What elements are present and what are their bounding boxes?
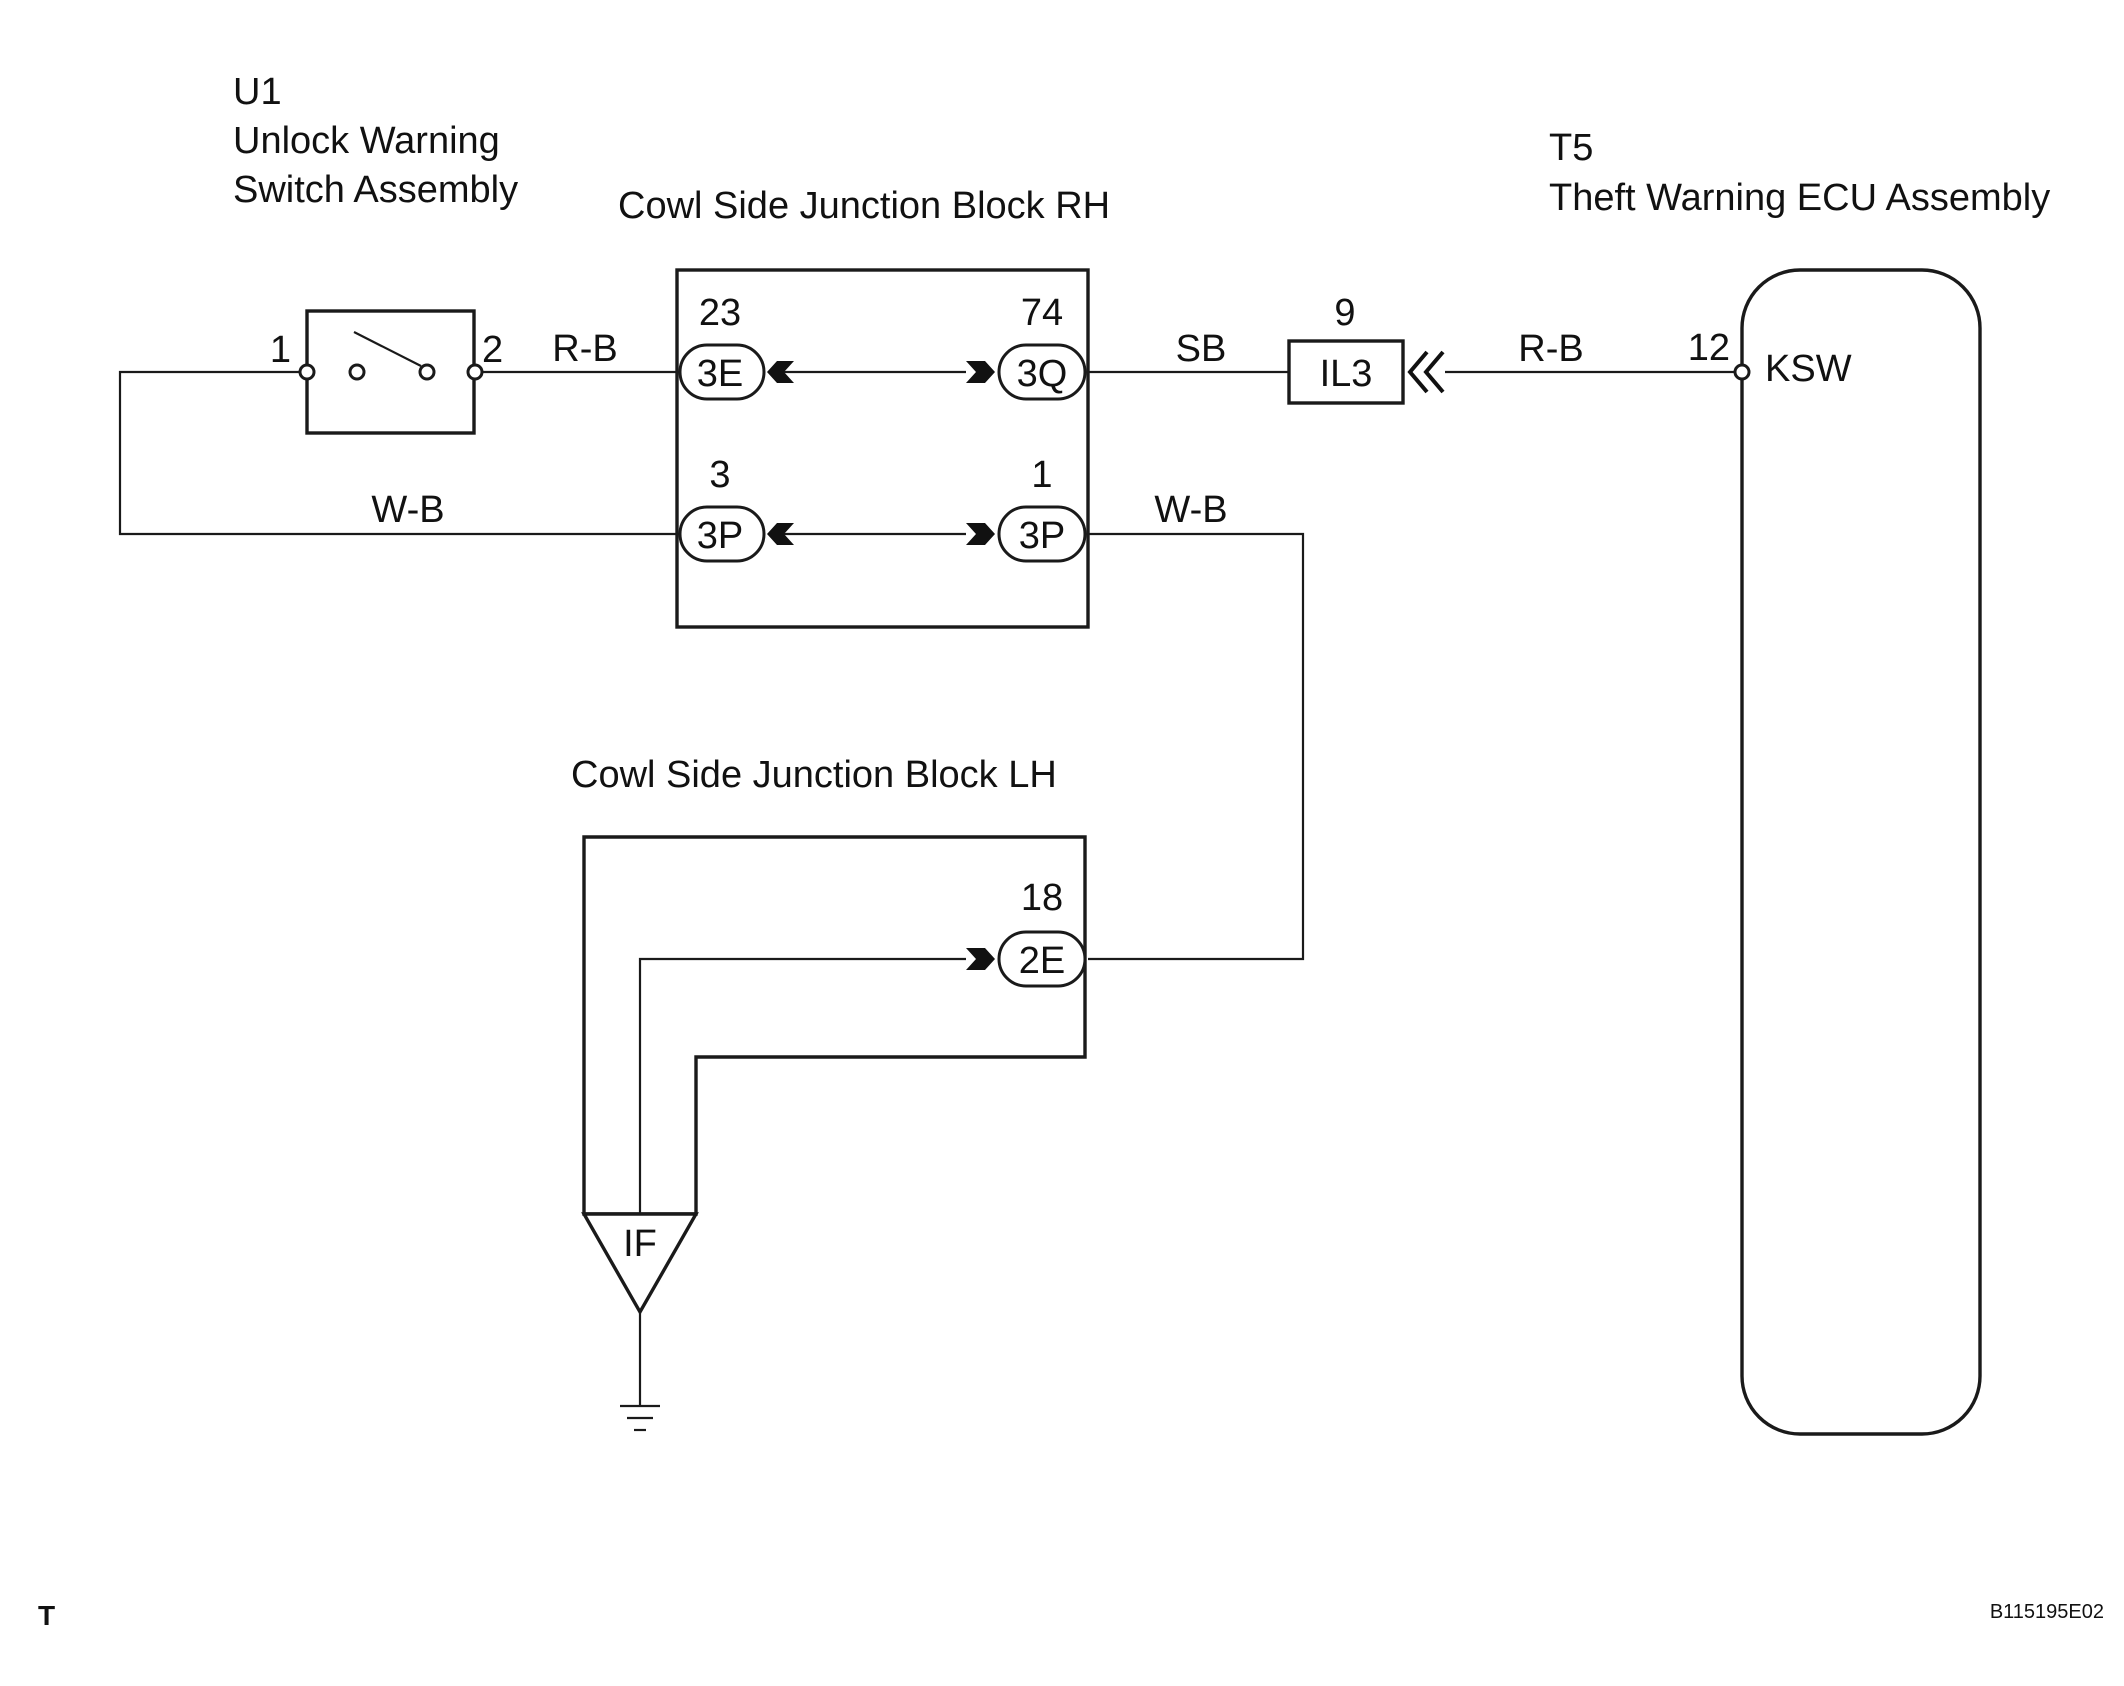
unlock-warning-switch: U1 Unlock Warning Switch Assembly 1 2 [233, 71, 518, 435]
u1-name-line2: Switch Assembly [233, 169, 518, 211]
rh-top-left-connector-arrow [767, 361, 794, 383]
lh-pin: 18 [1021, 877, 1063, 919]
t5-code: T5 [1549, 127, 1593, 169]
il3-code: IL3 [1320, 353, 1373, 395]
rh-bottom-left-pin: 3 [709, 454, 730, 496]
lh-connector [997, 930, 1087, 988]
rh-top-left-pin: 23 [699, 292, 741, 334]
rh-top-right-code: 3Q [1017, 353, 1068, 395]
rh-bottom-left-code: 3P [697, 515, 743, 557]
rh-bottom-left-connector [678, 505, 766, 563]
wire-jb-lh-internal-ground [638, 957, 966, 1214]
wire-label-rh-to-il3: SB [1176, 328, 1227, 370]
lh-connector-arrow [966, 948, 995, 970]
wire-label-switch-return: W-B [371, 489, 444, 531]
rh-bottom-right-code: 3P [1019, 515, 1065, 557]
rh-bottom-right-connector [997, 505, 1087, 563]
rh-top-right-pin: 74 [1021, 292, 1063, 334]
ground-point: IF [581, 1212, 699, 1432]
switch-contact-left [348, 363, 366, 381]
il3-chevron-outer [1407, 350, 1429, 394]
ground-icon [620, 1404, 660, 1432]
figure-id: B115195E02 [1990, 1601, 2104, 1623]
jb-rh-name: Cowl Side Junction Block RH [618, 185, 1110, 227]
ecu-pin-terminal [1733, 363, 1751, 381]
rh-top-right-connector [997, 343, 1087, 401]
wire-label-il3-to-ecu: R-B [1518, 328, 1583, 370]
ecu-terminal-name: KSW [1765, 348, 1852, 390]
junction-block-rh: Cowl Side Junction Block RH 23 3E 74 3Q … [618, 185, 1110, 629]
wire-label-rh-to-lh: W-B [1154, 489, 1227, 531]
u1-code: U1 [233, 71, 282, 113]
jb-rh-box [675, 268, 1090, 629]
il3-box [1287, 339, 1405, 405]
switch-pin-1: 1 [270, 329, 291, 371]
jb-lh-name: Cowl Side Junction Block LH [571, 754, 1057, 796]
il3-pin: 9 [1334, 292, 1355, 334]
ground-code: IF [623, 1223, 657, 1265]
ecu-box [1740, 268, 1982, 1436]
rh-bottom-right-pin: 1 [1031, 454, 1052, 496]
t5-name: Theft Warning ECU Assembly [1549, 177, 2050, 219]
wires [118, 370, 1742, 1406]
u1-name-line1: Unlock Warning [233, 120, 500, 162]
rh-top-left-connector [678, 343, 766, 401]
il3-connector: 9 IL3 [1287, 292, 1445, 405]
switch-lever [353, 331, 422, 367]
wire-wb-rh-to-lh [1088, 532, 1305, 961]
rh-bottom-left-connector-arrow [767, 523, 794, 545]
corner-mark: T [38, 1600, 55, 1631]
switch-pin-1-terminal [298, 363, 316, 381]
switch-box [305, 309, 476, 435]
wire-label-switch-to-rh: R-B [552, 328, 617, 370]
switch-contact-right [418, 363, 436, 381]
switch-pin-2: 2 [482, 329, 503, 371]
theft-warning-ecu: T5 Theft Warning ECU Assembly 12 KSW [1549, 127, 2050, 1436]
rh-top-left-code: 3E [697, 353, 743, 395]
lh-code: 2E [1019, 940, 1065, 982]
ecu-pin: 12 [1688, 327, 1730, 369]
ground-triangle [581, 1212, 699, 1316]
junction-block-lh: Cowl Side Junction Block LH 18 2E [571, 754, 1087, 1216]
rh-bottom-right-connector-arrow [966, 523, 995, 545]
wire-wb-switch-return [118, 370, 680, 536]
switch-pin-2-terminal [466, 363, 484, 381]
jb-lh-outline [582, 835, 1087, 1216]
rh-top-right-connector-arrow [966, 361, 995, 383]
wire-labels: R-B SB R-B W-B W-B [371, 328, 1583, 531]
il3-chevron-inner [1423, 350, 1445, 394]
